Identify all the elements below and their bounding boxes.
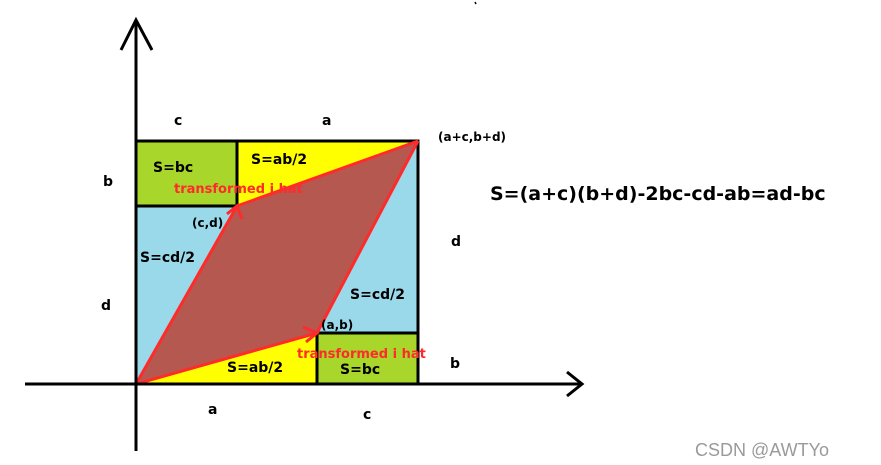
area-label-cd-left: S=cd/2: [140, 250, 195, 266]
edge-top: [236, 139, 419, 208]
label-bottom-a: a: [208, 402, 217, 418]
label-top-a: a: [322, 113, 331, 129]
area-label-bc-bottom: S=bc: [340, 362, 380, 378]
label-corner-point: (a+c,b+d): [438, 130, 506, 144]
i-hat-arrowhead: [302, 325, 320, 344]
label-transformed-j-hat: transformed j hat: [174, 182, 303, 197]
area-formula: S=(a+c)(b+d)-2bc-cd-ab=ad-bc: [490, 183, 826, 205]
parallelogram: [136, 141, 418, 384]
label-left-d: d: [101, 298, 111, 314]
bottom-right-green-rect: [317, 333, 418, 384]
top-left-green-rect: [136, 141, 237, 206]
edge-j-hat: [134, 205, 239, 385]
j-hat-arrowhead: [226, 203, 244, 220]
label-top-c: c: [174, 113, 182, 129]
x-axis-arrowhead: [566, 370, 585, 398]
edge-i-hat: [135, 331, 318, 386]
label-right-b: b: [450, 356, 460, 372]
watermark: CSDN @AWTYo: [695, 440, 829, 460]
y-axis-arrowhead: [119, 16, 154, 51]
area-label-ab-bottom: S=ab/2: [227, 360, 283, 376]
label-right-d: d: [451, 234, 461, 250]
top-mark: [474, 1, 477, 5]
point-label-ab: (a,b): [321, 318, 353, 332]
area-label-bc-top: S=bc: [153, 160, 193, 176]
label-bottom-c: c: [363, 407, 371, 423]
label-transformed-i-hat: transformed i hat: [297, 347, 426, 362]
area-label-ab-top: S=ab/2: [251, 152, 307, 168]
area-label-cd-right: S=cd/2: [350, 287, 405, 303]
point-label-cd: (c,d): [192, 216, 223, 230]
edge-right: [315, 140, 420, 334]
label-left-b: b: [103, 174, 113, 190]
